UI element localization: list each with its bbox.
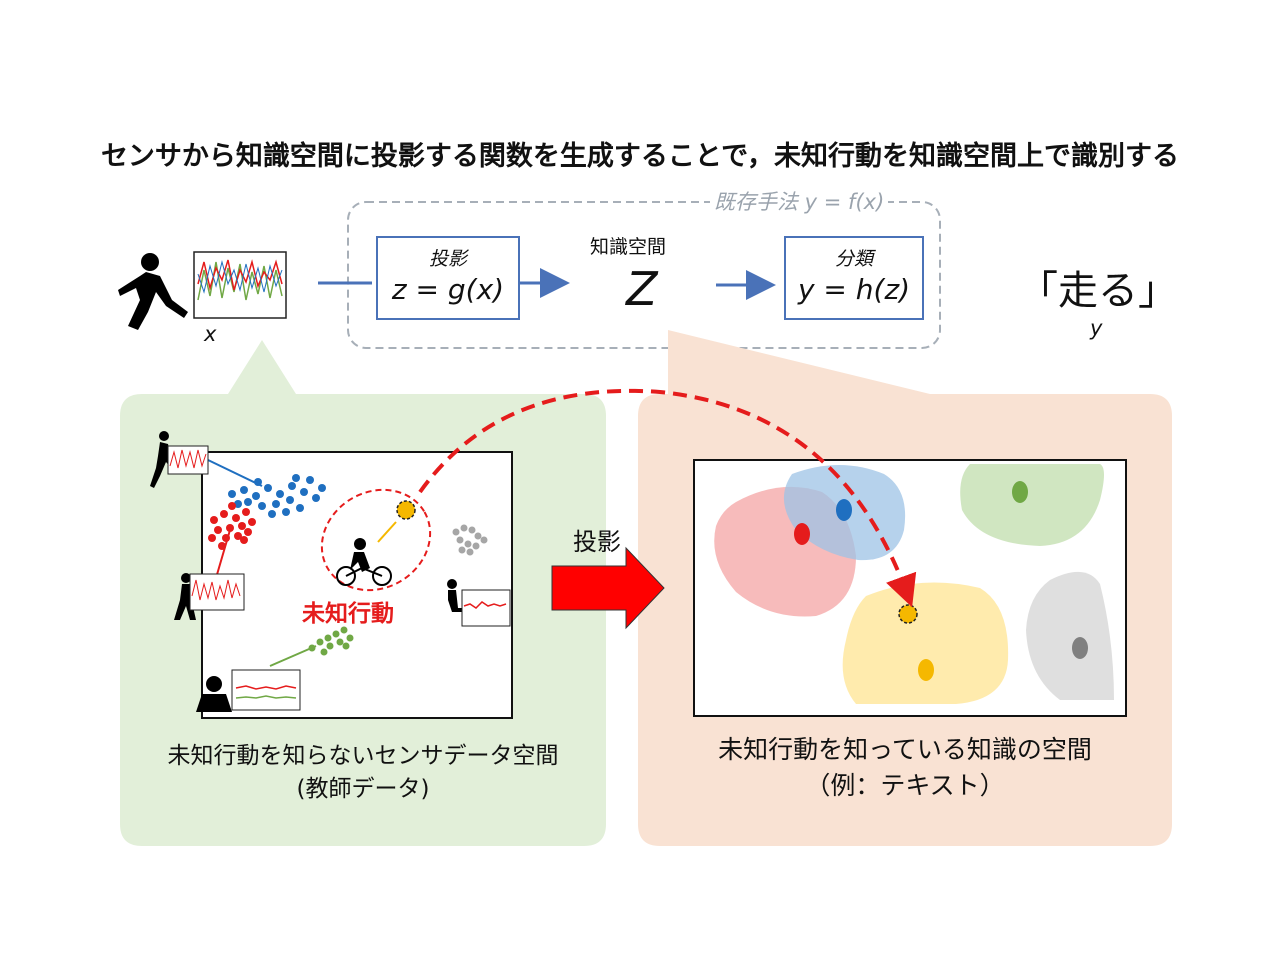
knowledge-caption-line2: （例：テキスト） <box>805 771 1005 801</box>
existing-method-frame <box>347 201 941 349</box>
knowledge-space-symbol: Z <box>626 262 658 316</box>
sitting-person-icon <box>447 579 470 622</box>
classification-box: 分類 y = h(z) <box>784 236 924 320</box>
red-point <box>794 523 810 545</box>
phone-connector <box>269 645 317 667</box>
projection-block-arrow <box>551 546 665 630</box>
sensor-signal-icon <box>193 251 287 319</box>
runner-connector <box>207 459 263 487</box>
sitting-signal-trace <box>463 601 507 609</box>
knowledge-caption-line1: 未知行動を知っている知識の空間 <box>718 735 1092 764</box>
cyclist-connector <box>377 521 397 543</box>
phone-signal-trace <box>235 685 297 690</box>
runner-signal-trace <box>169 449 207 469</box>
phone-signal-trace-2 <box>235 695 297 699</box>
classification-equation: y = h(z) <box>797 273 911 306</box>
phone-signal-icon <box>231 669 301 711</box>
green-cluster <box>308 626 354 656</box>
phone-person-icon <box>196 676 232 712</box>
walker-signal-trace <box>191 579 241 601</box>
sitting-signal-icon <box>461 589 511 627</box>
projection-arrow-label: 投影 <box>573 528 621 556</box>
green-region <box>960 464 1104 546</box>
output-label: 「走る」 <box>1018 268 1178 314</box>
gray-region <box>1026 571 1114 700</box>
projection-box: 投影 z = g(x) <box>376 236 520 320</box>
gray-point <box>1072 637 1088 659</box>
sensor-space-caption: 未知行動を知らないセンサデータ空間 (教師データ) <box>118 740 608 807</box>
unknown-activity-ellipse <box>320 488 432 592</box>
runner-icon <box>118 253 188 330</box>
gray-cluster <box>452 524 488 556</box>
yellow-point <box>918 659 934 681</box>
projection-equation: z = g(x) <box>391 273 505 306</box>
unknown-point-sensor <box>396 500 416 520</box>
classification-box-label: 分類 <box>834 248 873 270</box>
unknown-activity-label: 未知行動 <box>302 601 394 627</box>
green-point <box>1012 481 1028 503</box>
unknown-point-knowledge <box>898 604 918 624</box>
sensor-caption-line2: (教師データ) <box>296 776 430 803</box>
sensor-caption-line1: 未知行動を知らないセンサデータ空間 <box>167 743 559 769</box>
red-cluster <box>208 502 256 550</box>
cyclist-icon <box>336 538 392 586</box>
small-runner-icon <box>150 431 178 488</box>
unknown-mapping-curve <box>418 388 917 608</box>
output-symbol: y <box>1090 316 1103 340</box>
input-symbol: x <box>204 322 217 346</box>
projection-box-label: 投影 <box>428 248 467 270</box>
page-title: センサから知識空間に投影する関数を生成することで，未知行動を知識空間上で識別する <box>100 141 1180 172</box>
blue-point <box>836 499 852 521</box>
knowledge-space-caption: 未知行動を知っている知識の空間 （例：テキスト） <box>638 732 1172 805</box>
existing-method-label: 既存手法 y = f(x) <box>710 186 889 216</box>
yellow-region <box>842 582 1009 704</box>
knowledge-space-label: 知識空間 <box>590 236 667 258</box>
blue-cluster <box>228 474 326 518</box>
walker-signal-icon <box>189 573 245 611</box>
